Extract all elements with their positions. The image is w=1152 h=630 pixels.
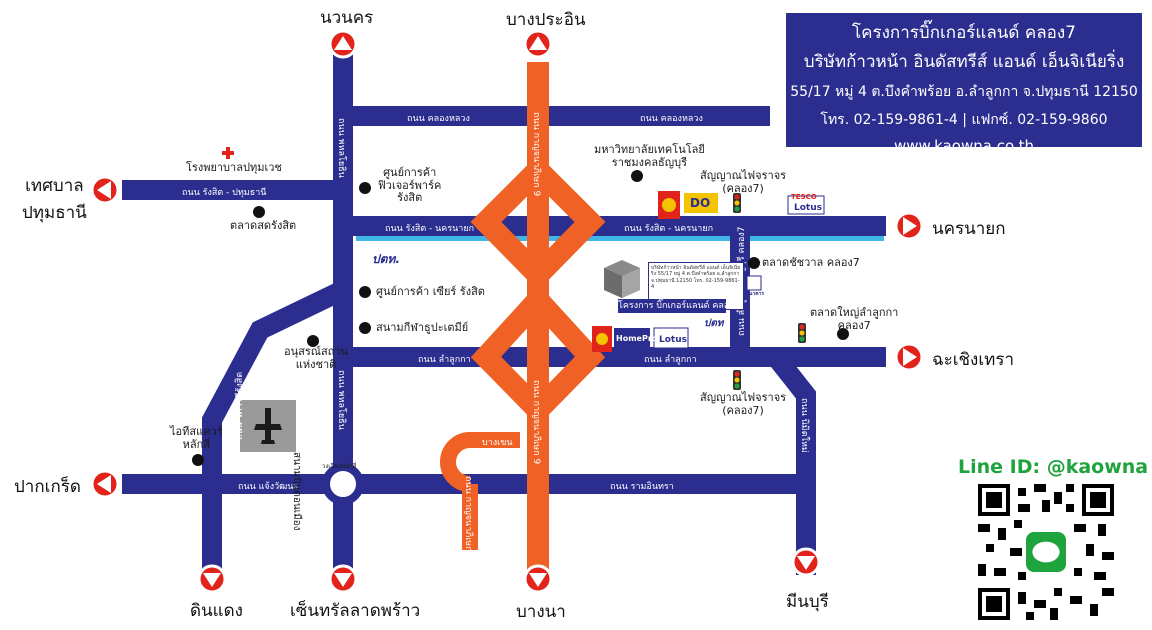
traffic-light-icon (733, 193, 741, 213)
dest-pathum-municipality: เทศบาล ปทุมธานี (22, 176, 87, 223)
bang-khen-loop (440, 432, 520, 550)
dest-pak-kret: ปากเกร็ด (14, 477, 81, 497)
place-university: มหาวิทยาลัยเทคโนโลยี ราชมงคลธัญบุรี (594, 143, 705, 169)
ptt-logo-2: ปตท (704, 318, 724, 329)
road-label-khlong-luang: ถนน คลองหลวง (407, 114, 470, 124)
company-name: บริษัทก้าวหน้า อินดัสทรีส์ แอนด์ เอ็นจิเ… (803, 52, 1125, 72)
place-airport: สนามบินดอนเมือง (291, 452, 302, 531)
dest-navanakorn: นวนคร (320, 8, 374, 28)
dest-bangna: บางนา (516, 602, 566, 622)
place-lam-luk-ka-market: ตลาดใหญ่ลำลูกกา คลอง7 (810, 306, 899, 332)
place-hospital: โรงพยาบาลปทุมเวช (186, 161, 282, 174)
road-label-khlong-luang-2: ถนน คลองหลวง (640, 114, 703, 124)
road-label-lam-luk-ka-1: ถนน ลำลูกกา (418, 355, 471, 365)
line-id: Line ID: @kaowna (958, 456, 1149, 478)
road-label-phahonyothin-2: ถนน พหลโยธิน (336, 370, 346, 430)
arrow-up-icon (328, 29, 358, 59)
motorway (470, 62, 606, 572)
direction-arrows (90, 29, 924, 594)
airport-block (240, 400, 296, 452)
airplane-icon (254, 408, 282, 444)
ptt-logo: ปตท. (372, 252, 400, 266)
dest-bang-pa-in: บางประอิน (506, 10, 586, 30)
arrow-right-icon (894, 211, 924, 241)
dest-nakhon-nayok: นครนายก (932, 219, 1006, 239)
bank-logo: ธนาคาร (746, 291, 765, 297)
qr-code-icon[interactable] (978, 484, 1114, 620)
place-traffic-light-1: สัญญาณไฟจราจร (คลอง7) (700, 169, 787, 195)
place-monument: อนุสรณ์สถาน แห่งชาติ (284, 345, 349, 371)
traffic-light-icon (798, 323, 806, 343)
arrow-down-icon (791, 547, 821, 577)
company-address: 55/17 หมู่ 4 ต.บึงคำพร้อย อ.ลำลูกกา จ.ปท… (790, 84, 1138, 100)
road-label-ram-inthra: ถนน รามอินทรา (610, 482, 674, 492)
road-label-rangsit-nakhon-1: ถนน รังสิต - นครนายก (385, 224, 475, 234)
company-phone: โทร. 02-159-9861-4 | แฟกซ์. 02-159-9860 (820, 112, 1108, 128)
arrow-down-icon (328, 564, 358, 594)
hospital-cross-icon (222, 147, 234, 159)
arrow-left-icon (90, 175, 120, 205)
place-stadium: สนามกีฬาธูปะเตมีย์ (376, 321, 469, 334)
dest-chachoengsao: ฉะเชิงเทรา (932, 350, 1015, 370)
building-icon (604, 260, 640, 298)
road-label-nimit-mai: ถนน นิมิตใหม่ (799, 398, 809, 453)
place-chatchawan-market: ตลาดชัชวาล คลอง7 (762, 256, 860, 269)
arrow-up-icon (523, 29, 553, 59)
road-label-rangsit-pathum: ถนน รังสิต - ปทุมธานี (182, 188, 267, 198)
road-label-motorway-1: ถนน กาญจนาภิเษก 9 (531, 112, 541, 197)
dest-central-ladprao: เซ็นทรัลลาดพร้าว (290, 601, 421, 621)
store-logos (592, 191, 825, 352)
do-home-logo: DO (690, 196, 711, 210)
place-it-square: ไอทีสแควร์ หลักสี่ (170, 425, 223, 451)
arrow-down-icon (523, 564, 553, 594)
place-future-park: ศูนย์การค้า ฟิวเจอร์พาร์ค รังสิต (378, 166, 442, 205)
road-label-bang-khen-road: ถนน กาญจนาภิเษก (463, 476, 473, 552)
road-label-bang-khen: บางเขน (482, 438, 513, 448)
road-label-lam-luk-ka-2: ถนน ลำลูกกา (644, 355, 697, 365)
dest-min-buri: มีนบุรี (786, 592, 829, 612)
place-traffic-light-2: สัญญาณไฟจราจร (คลอง7) (700, 391, 787, 417)
road-label-chaeng-watthana: ถนน แจ้งวัฒนะ (238, 482, 299, 492)
lotus-logo-2: Lotus (659, 335, 687, 345)
arrow-right-icon (894, 342, 924, 372)
place-zeer: ศูนย์การค้า เซียร์ รังสิต (376, 285, 485, 298)
lak-si-circle (322, 463, 364, 505)
place-rangsit-market: ตลาดสดรังสิต (230, 219, 297, 232)
arrow-down-icon (197, 564, 227, 594)
road-label-rangsit-nakhon-2: ถนน รังสิต - นครนายก (624, 224, 714, 234)
company-info-box: โครงการบิ๊กเกอร์แลนด์ คลอง7 บริษัทก้าวหน… (786, 13, 1142, 155)
project-label: โครงการ บิ๊กเกอร์แลนด์ คลอง7 (618, 299, 740, 313)
project-name: โครงการบิ๊กเกอร์แลนด์ คลอง7 (852, 23, 1076, 43)
place-dots (192, 170, 849, 466)
company-website[interactable]: www.kaowna.co.th (893, 137, 1035, 155)
road-label-vibhavadi: ถนน วิภาวดีรังสิต (235, 371, 245, 440)
arrow-left-icon (90, 469, 120, 499)
road-label-circle: วงเวียนหลักสี่ (322, 463, 357, 470)
canal (356, 236, 884, 241)
dest-din-daeng: ดินแดง (190, 601, 243, 621)
tesco-logo: TESCO (791, 193, 817, 201)
homepro-logo: HomePro (616, 334, 658, 343)
traffic-light-icon (733, 370, 741, 390)
line-logo-icon (1026, 532, 1066, 572)
lotus-logo: Lotus (794, 203, 822, 213)
road-label-motorway-2: ถนน กาญจนาภิเษก 9 (531, 380, 541, 465)
road-network (122, 50, 886, 575)
road-label-phahonyothin-1: ถนน พหลโยธิน (336, 118, 346, 178)
